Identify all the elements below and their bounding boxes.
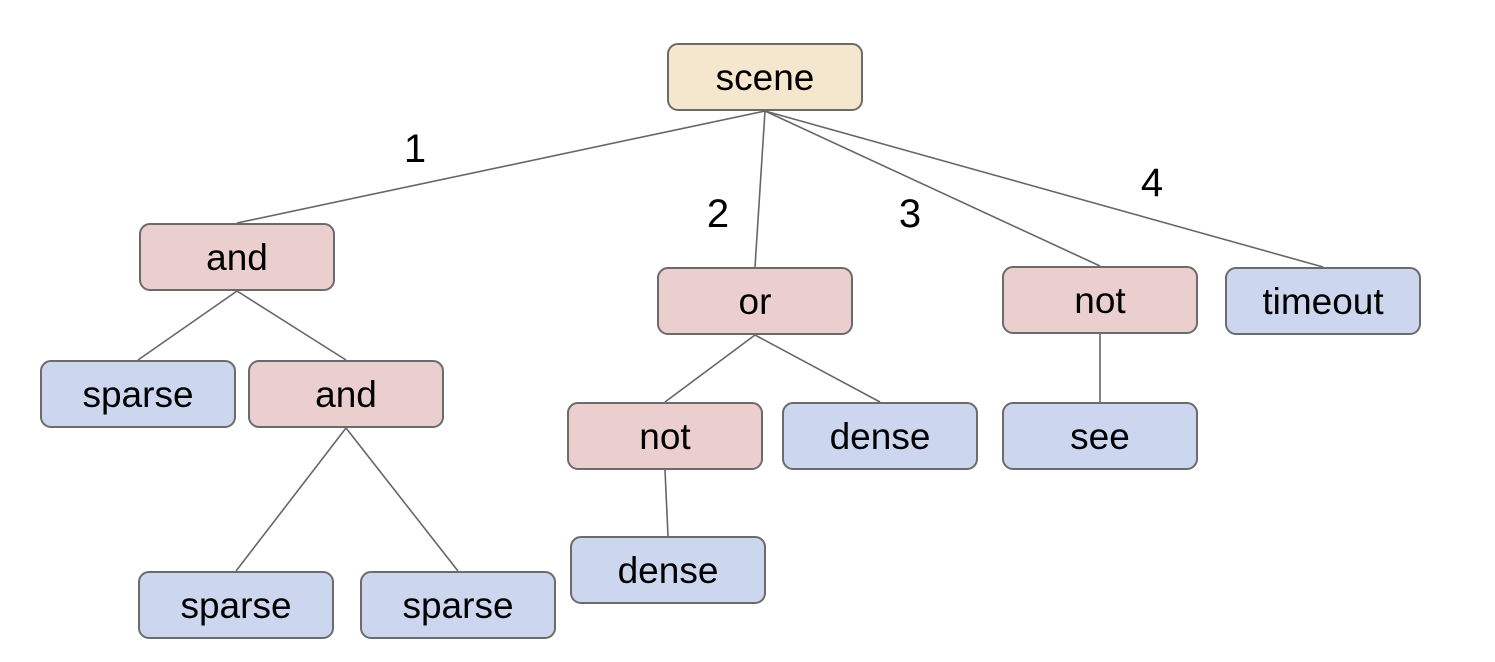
node-label: sparse [82,373,194,415]
node-sparse-3: sparse [360,571,556,639]
edge-and-1-and-2 [236,290,347,361]
node-label: dense [617,549,719,591]
edge-or-1-not-2 [664,334,756,403]
edge-scene-and-1 [236,110,766,224]
node-timeout-1: timeout [1225,267,1421,335]
node-label: not [1074,279,1126,321]
node-label: and [315,373,377,415]
node-label: not [639,415,691,457]
edge-scene-not-1 [764,110,1101,267]
node-label: scene [715,56,815,98]
edge-and-2-sparse-2 [235,427,347,572]
edge-label-2: 2 [706,192,730,236]
node-label: and [206,236,268,278]
node-sparse-1: sparse [40,360,236,428]
node-sparse-2: sparse [138,571,334,639]
edge-scene-or-1 [754,110,766,268]
edge-label-1: 1 [403,127,427,171]
node-and-1: and [139,223,335,291]
node-label: timeout [1262,280,1384,322]
edge-or-1-dense-1 [754,334,881,403]
edge-label-4: 4 [1140,161,1164,205]
node-not-2: not [567,402,763,470]
edge-not-2-dense-2 [664,469,669,537]
node-label: dense [829,415,931,457]
node-scene: scene [667,43,863,111]
edge-and-2-sparse-3 [345,427,459,572]
edge-and-1-sparse-1 [137,290,238,361]
node-or-1: or [657,267,853,335]
node-and-2: and [248,360,444,428]
node-see-1: see [1002,402,1198,470]
node-label: sparse [402,584,514,626]
node-dense-1: dense [782,402,978,470]
edge-label-3: 3 [898,192,922,236]
node-dense-2: dense [570,536,766,604]
node-label: see [1070,415,1130,457]
node-label: or [738,280,772,322]
node-label: sparse [180,584,292,626]
node-not-1: not [1002,266,1198,334]
edge-scene-timeout-1 [764,110,1324,268]
